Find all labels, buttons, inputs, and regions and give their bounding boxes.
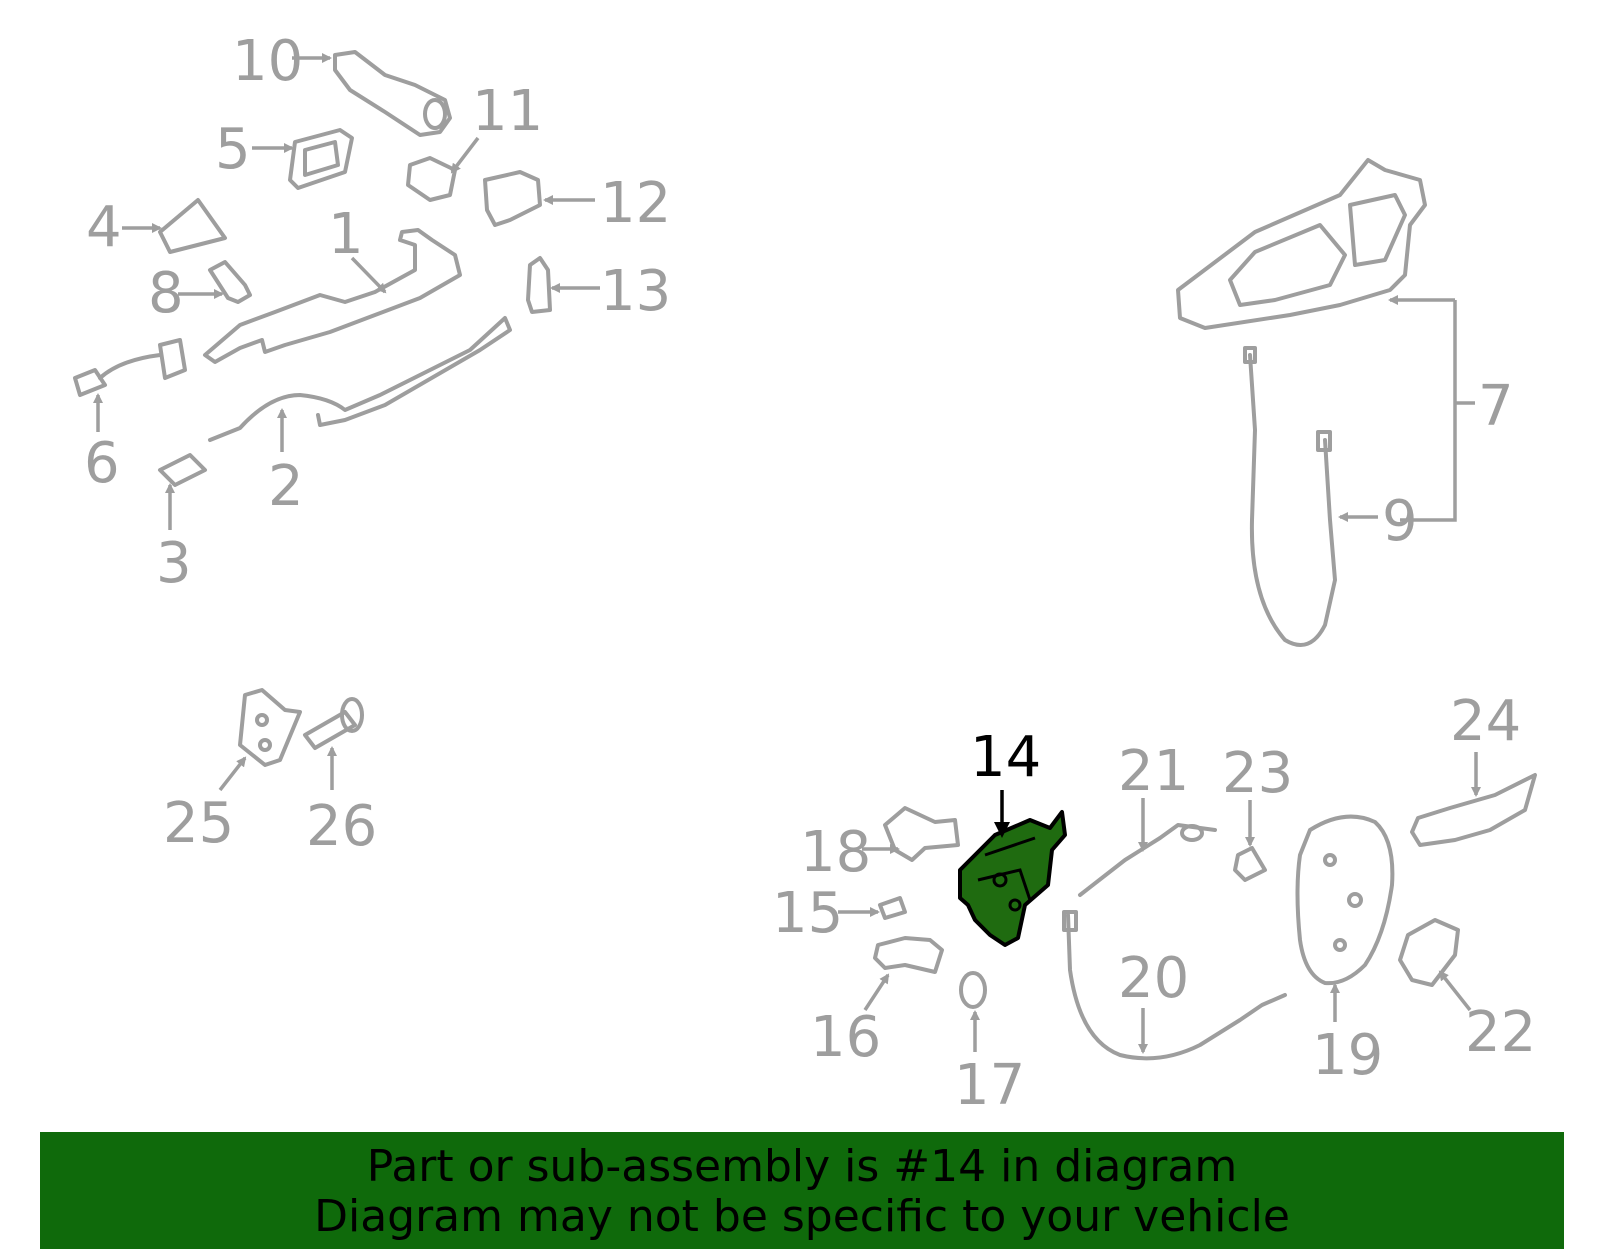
part-8-bolt	[178, 260, 252, 304]
callout-7: 7	[1478, 374, 1514, 439]
callout-17: 17	[954, 1053, 1025, 1118]
part-2-sensor	[208, 316, 512, 452]
info-banner: Part or sub-assembly is #14 in diagram D…	[40, 1132, 1564, 1249]
callout-25: 25	[163, 791, 234, 856]
callout-1: 1	[328, 202, 364, 267]
part-12-bracket	[483, 170, 595, 227]
callout-16: 16	[810, 1005, 881, 1070]
part-17-grommet	[959, 971, 987, 1052]
callout-20: 20	[1118, 946, 1189, 1011]
callout-5: 5	[215, 117, 251, 182]
part-21-cable	[1078, 798, 1217, 897]
part-25-striker	[218, 688, 302, 792]
callout-24: 24	[1450, 689, 1521, 754]
callout-13: 13	[600, 259, 671, 324]
callout-26: 26	[306, 794, 377, 859]
part-3-connector	[158, 453, 207, 530]
part-22-actuator	[1398, 918, 1472, 1012]
callout-8: 8	[148, 261, 184, 326]
part-14-door-latch	[958, 790, 1067, 947]
part-6-harness	[73, 338, 187, 432]
part-9-cable	[1243, 346, 1378, 647]
callout-18: 18	[800, 820, 871, 885]
callout-4: 4	[86, 195, 122, 260]
callout-21: 21	[1118, 739, 1189, 804]
part-24-bracket	[1410, 752, 1537, 847]
part-26-screw	[303, 697, 364, 790]
part-19-cover	[1295, 814, 1395, 1022]
callout-10: 10	[232, 29, 303, 94]
callout-14: 14	[970, 725, 1041, 790]
part-5-gasket	[252, 128, 354, 190]
part-13-clip	[526, 256, 600, 314]
part-18-bracket	[862, 806, 960, 862]
callout-12: 12	[600, 171, 671, 236]
part-1-handle	[203, 228, 462, 364]
callout-9: 9	[1382, 489, 1418, 554]
banner-line-2: Diagram may not be specific to your vehi…	[314, 1191, 1290, 1242]
callout-2: 2	[268, 454, 304, 519]
part-16-plate	[863, 936, 944, 1011]
banner-line-1: Part or sub-assembly is #14 in diagram	[366, 1141, 1238, 1192]
callout-3: 3	[156, 531, 192, 596]
part-15-screw	[838, 896, 907, 920]
callout-15: 15	[772, 881, 843, 946]
callout-19: 19	[1312, 1023, 1383, 1088]
callout-23: 23	[1222, 741, 1293, 806]
part-7-inner-handle	[1176, 158, 1475, 522]
callout-6: 6	[84, 431, 120, 496]
part-4-cap	[122, 198, 227, 254]
part-10-lock-cylinder	[292, 50, 452, 137]
part-23-clip	[1233, 800, 1267, 882]
part-20-cable	[1062, 910, 1287, 1061]
callout-11: 11	[472, 79, 543, 144]
callout-22: 22	[1465, 1000, 1536, 1065]
part-11-clip	[406, 136, 480, 202]
